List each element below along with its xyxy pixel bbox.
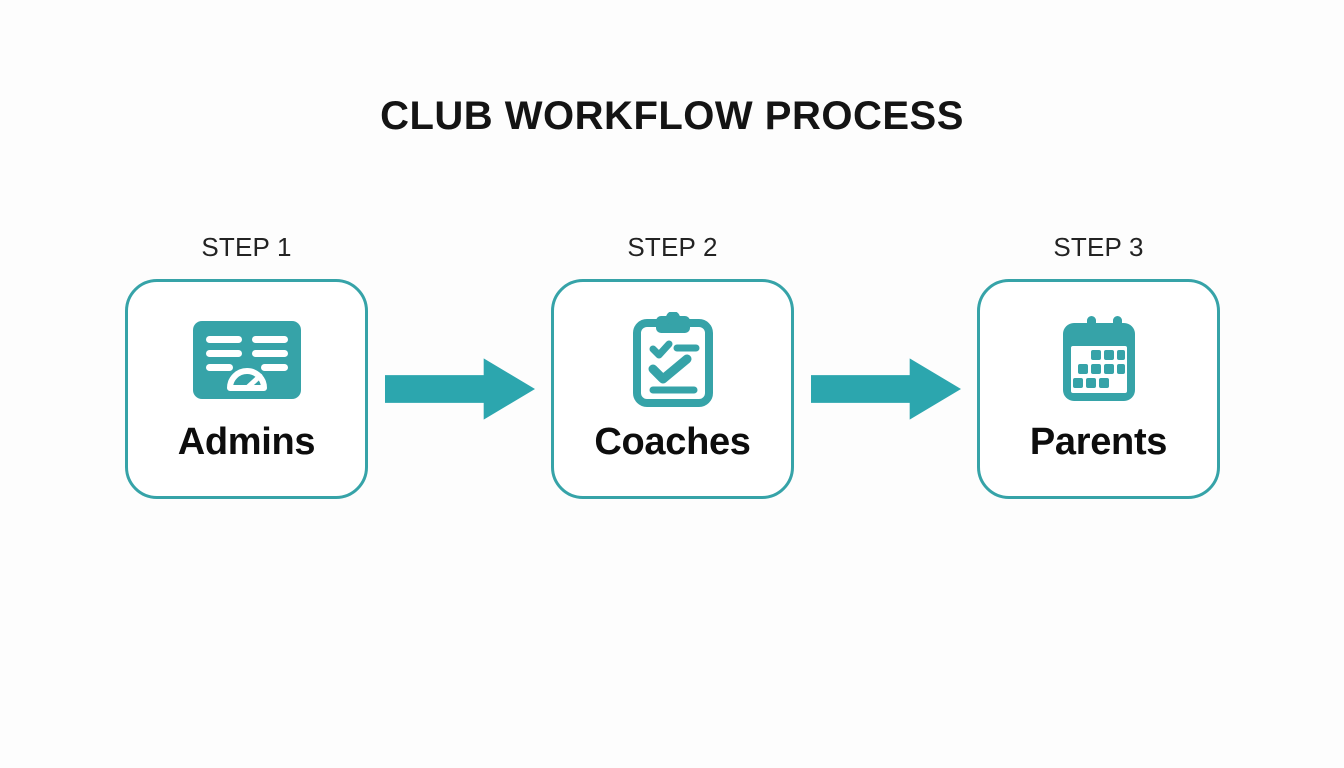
step-card-admins[interactable]: Admins <box>125 279 368 499</box>
calendar-icon <box>1044 316 1154 404</box>
step-title-coaches: Coaches <box>594 421 751 463</box>
step-card-parents[interactable]: Parents <box>977 279 1220 499</box>
workflow-step-coaches[interactable]: STEP 2 Coaches <box>551 232 794 499</box>
page-title: CLUB WORKFLOW PROCESS <box>380 94 964 138</box>
step-label-1: STEP 1 <box>201 232 292 262</box>
clipboard-checklist-icon <box>618 312 728 407</box>
step-title-admins: Admins <box>177 421 316 463</box>
step-card-coaches[interactable]: Coaches <box>551 279 794 499</box>
dashboard-card-icon <box>192 316 302 404</box>
step-label-2: STEP 2 <box>627 232 718 262</box>
workflow-step-parents[interactable]: STEP 3 <box>977 232 1220 499</box>
workflow-step-admins[interactable]: STEP 1 Admins <box>125 232 368 499</box>
connector-2 <box>810 279 961 499</box>
connector-1 <box>384 279 535 499</box>
arrow-right-icon <box>384 358 535 420</box>
workflow-diagram: STEP 1 Admins <box>125 232 1220 507</box>
step-label-3: STEP 3 <box>1053 232 1144 262</box>
step-title-parents: Parents <box>1029 421 1168 463</box>
arrow-right-icon <box>810 358 961 420</box>
